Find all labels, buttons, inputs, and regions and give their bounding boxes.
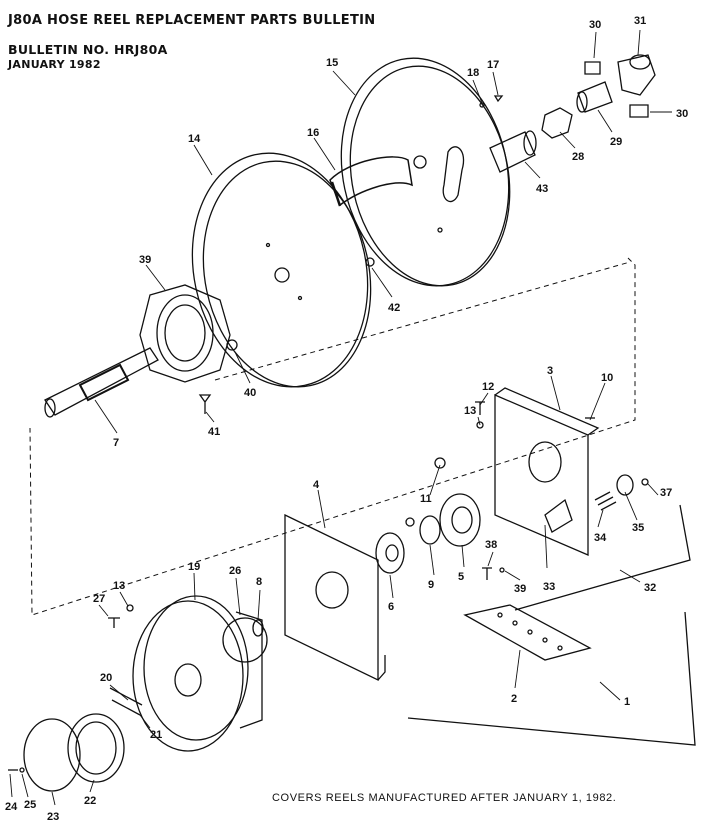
- callout-27: 27: [93, 593, 105, 605]
- bulletin-date: JANUARY 1982: [8, 58, 101, 71]
- part-7-shaft: [44, 347, 159, 418]
- part-3-frame-plate: [494, 387, 600, 556]
- part-41-screw: [198, 394, 212, 414]
- callout-6: 6: [388, 601, 394, 613]
- callout-29: 29: [610, 136, 622, 148]
- callout-10: 10: [601, 372, 613, 384]
- assembly-dashed-outline: [29, 257, 636, 616]
- callout-8: 8: [256, 576, 262, 588]
- callout-25: 25: [24, 799, 36, 811]
- callout-15: 15: [326, 57, 338, 69]
- bulletin-title: J80A HOSE REEL REPLACEMENT PARTS BULLETI…: [8, 13, 376, 28]
- part-9-ring: [419, 515, 441, 545]
- callout-3: 3: [547, 365, 553, 377]
- part-40-nut: [226, 339, 238, 351]
- callout-39: 39: [139, 254, 151, 266]
- callout-30-right: 30: [676, 108, 688, 120]
- part-23-cover: [23, 718, 81, 792]
- part-39-hub-plate: [139, 284, 231, 383]
- callout-leaders: [9, 29, 672, 806]
- callout-11: 11: [420, 493, 432, 505]
- part-4-base-plate: [284, 513, 386, 682]
- callout-28: 28: [572, 151, 584, 163]
- callout-22: 22: [84, 795, 96, 807]
- part-16-saddle: [329, 156, 413, 207]
- part-42-nut: [365, 257, 375, 267]
- callout-18: 18: [467, 67, 479, 79]
- callout-35: 35: [632, 522, 644, 534]
- callout-38: 39: [514, 583, 526, 595]
- part-11-washer: [405, 517, 415, 527]
- callout-4: 4: [313, 479, 320, 491]
- callout-41: 41: [208, 426, 220, 438]
- callout-30-top: 30: [589, 19, 601, 31]
- callout-numbers: 14 15 16 18 17 30 31 30 28 29 43 39 42 4…: [5, 15, 688, 823]
- callout-32: 32: [644, 582, 656, 594]
- part-26-gear: [222, 617, 268, 663]
- part-19-drum: [132, 595, 263, 752]
- part-36-washer: [641, 478, 649, 486]
- part-6-bearing: [375, 532, 405, 574]
- part-22-gasket: [67, 713, 125, 783]
- part-30-plug-top: [584, 61, 601, 75]
- callout-21: 21: [150, 729, 162, 741]
- callout-19: 19: [188, 561, 200, 573]
- callout-1: 1: [624, 696, 630, 708]
- callout-12: 12: [482, 381, 494, 393]
- callout-33: 33: [543, 581, 555, 593]
- part-25-washer: [19, 767, 25, 773]
- callout-17: 17: [487, 59, 499, 71]
- part-15-disc: [340, 57, 511, 287]
- part-28-nut: [541, 107, 573, 139]
- callout-42: 42: [388, 302, 400, 314]
- callout-13-upper: 13: [464, 405, 476, 417]
- part-37-screw: [482, 567, 492, 580]
- callout-13-lower: 13: [113, 580, 125, 592]
- part-34-spring: [594, 491, 617, 511]
- part-12-screw: [475, 401, 485, 415]
- callout-2: 2: [511, 693, 517, 705]
- part-43-swivel: [489, 130, 537, 173]
- part-5-bearing-flange: [439, 493, 481, 547]
- part-20-lever: [109, 687, 143, 716]
- callout-26: 26: [229, 565, 241, 577]
- callout-14: 14: [188, 133, 201, 145]
- part-32-bracket: [514, 504, 691, 611]
- part-13-washer-lower: [126, 604, 134, 612]
- callout-9: 9: [428, 579, 434, 591]
- part-31-swivel: [617, 54, 656, 96]
- part-13-washer: [476, 421, 484, 429]
- callout-24: 24: [5, 801, 18, 813]
- callout-5: 5: [458, 571, 464, 583]
- part-30-plug-right: [629, 104, 649, 118]
- coverage-note: COVERS REELS MANUFACTURED AFTER JANUARY …: [272, 792, 617, 804]
- callout-37: 38: [485, 539, 497, 551]
- part-11-nut: [434, 457, 446, 469]
- part-33-block: [544, 498, 573, 533]
- callout-43: 43: [536, 183, 548, 195]
- callout-34: 34: [594, 532, 607, 544]
- callout-23: 23: [47, 811, 59, 823]
- callout-40: 40: [244, 387, 256, 399]
- callout-36: 37: [660, 487, 672, 499]
- bulletin-number: BULLETIN NO. HRJ80A: [8, 42, 168, 57]
- part-1-bracket: [407, 611, 696, 746]
- part-14-disc: [191, 152, 372, 388]
- part-38-washer: [499, 567, 505, 573]
- part-35-washer: [616, 474, 634, 496]
- callout-7: 7: [113, 437, 119, 449]
- callout-20: 20: [100, 672, 112, 684]
- part-29-elbow: [576, 81, 613, 113]
- part-2-mounting-bar: [463, 604, 592, 661]
- part-17-screw: [493, 95, 504, 103]
- callout-16: 16: [307, 127, 319, 139]
- part-27-screw: [108, 617, 120, 628]
- callout-31: 31: [634, 15, 646, 27]
